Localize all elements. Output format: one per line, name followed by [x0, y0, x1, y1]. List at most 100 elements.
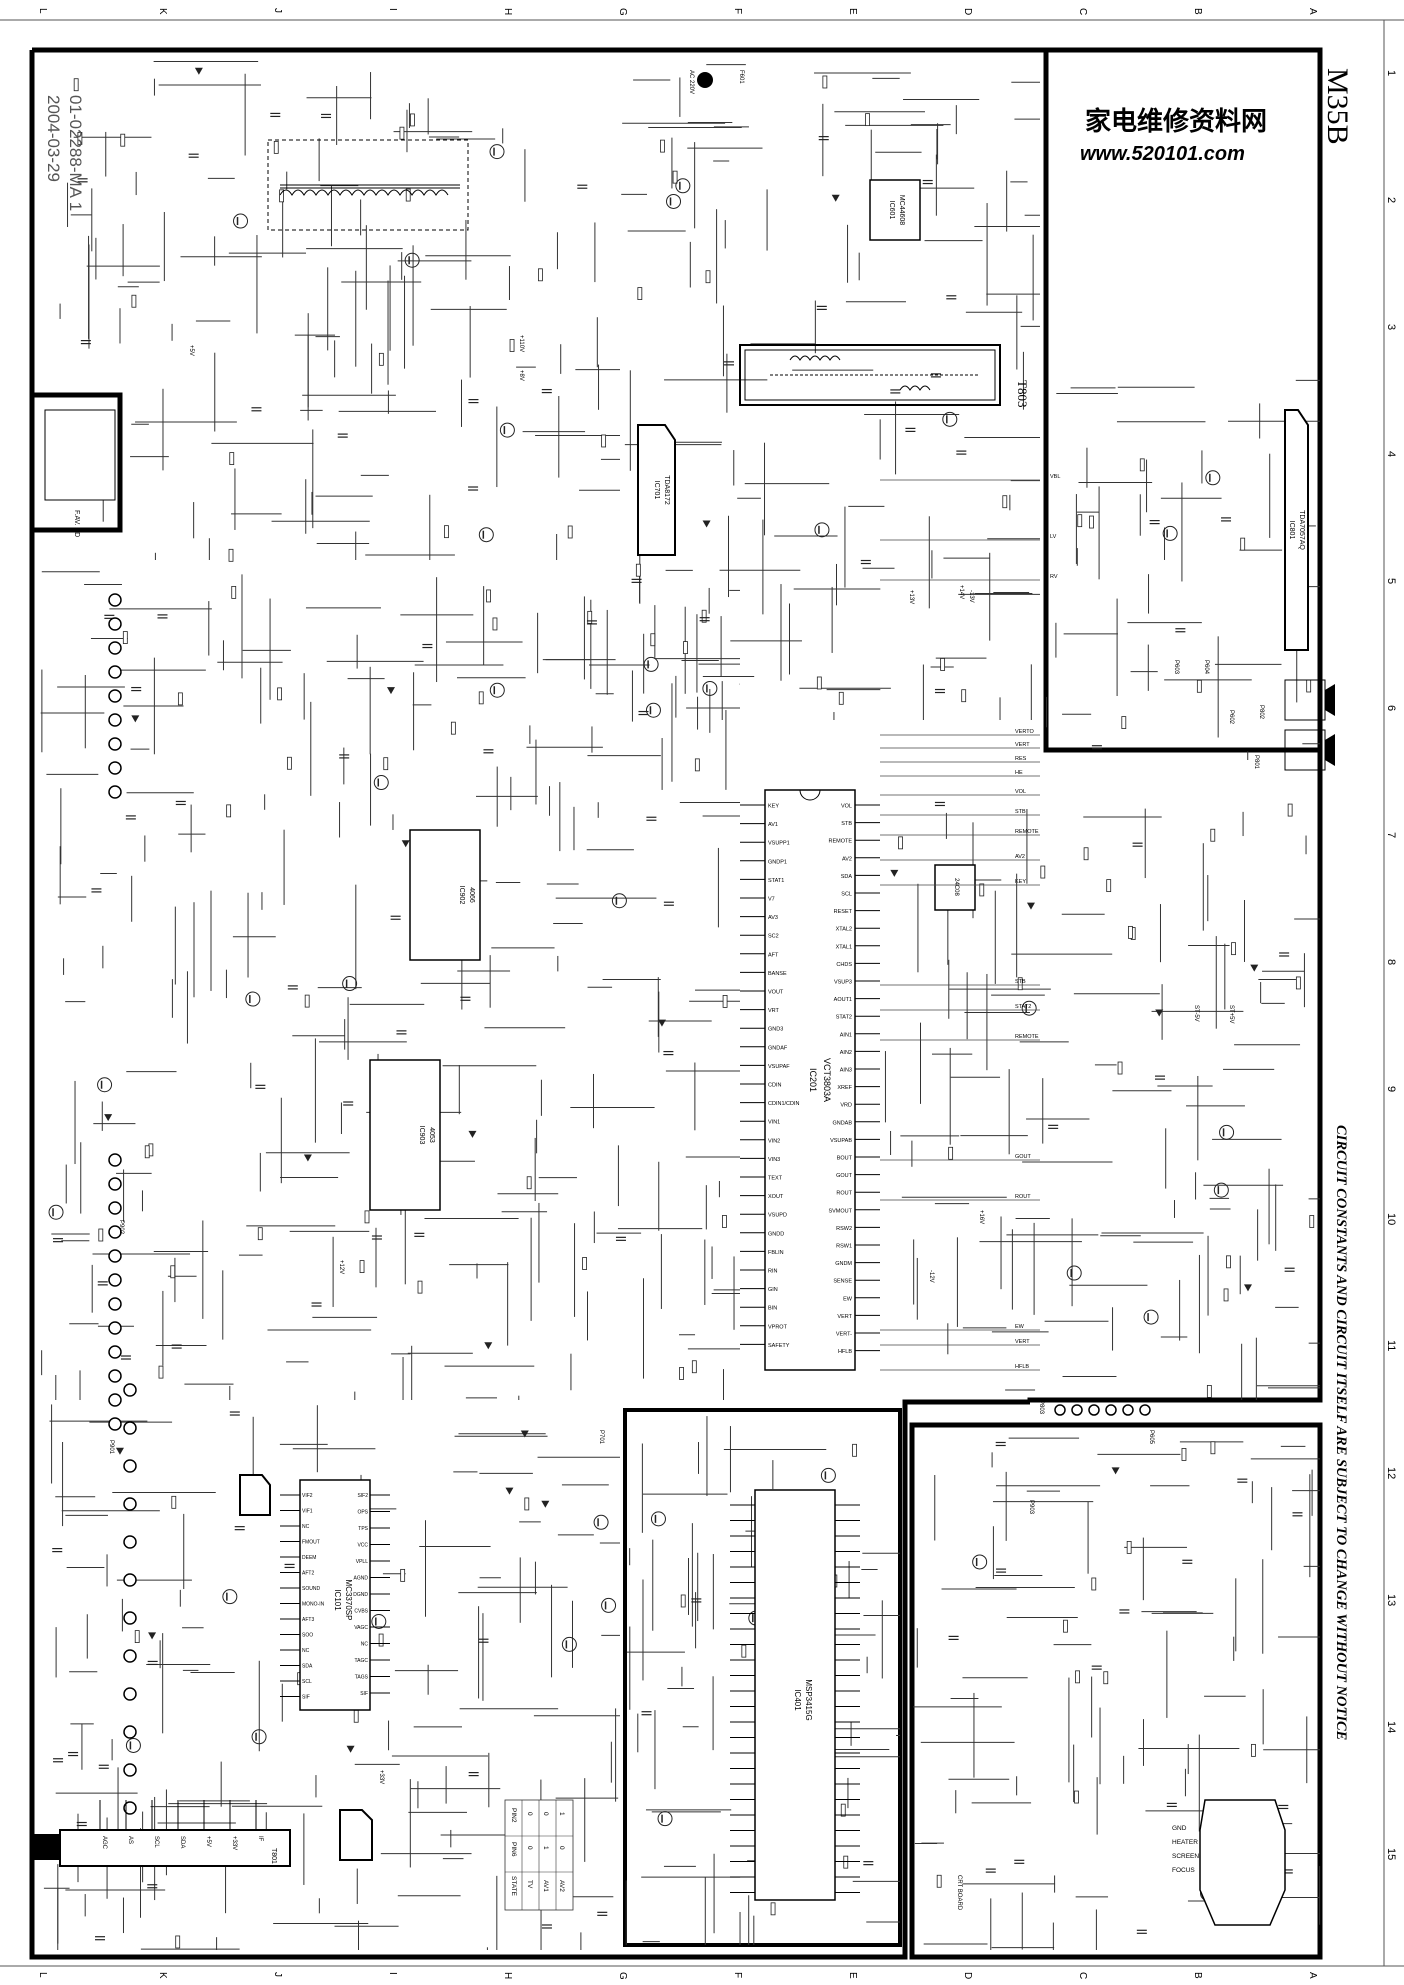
resistor: [524, 1497, 530, 1511]
ic201-pin-label: BANSE: [768, 971, 787, 977]
connector-label: P803: [1038, 1400, 1044, 1415]
transistor: [499, 422, 515, 438]
ic101-pin-label: CVBS: [354, 1609, 368, 1615]
resistor: [1077, 514, 1083, 528]
state-table-cell: AV1: [542, 1880, 549, 1892]
ic801-part: TDA7057AQ: [1298, 510, 1305, 550]
diode: [346, 1745, 355, 1753]
resistor: [770, 1902, 776, 1916]
transistor: [611, 893, 627, 909]
resistor: [1121, 716, 1127, 729]
ic201-pin-label: STAT1: [768, 878, 784, 884]
bus-label: STB: [1015, 809, 1026, 815]
column-label: I: [387, 1972, 398, 1975]
ic201-pin-label: VSUPAB: [830, 1138, 852, 1144]
state-table-cell: 0: [526, 1846, 533, 1850]
watermark-url: www.520101.com: [1080, 143, 1245, 165]
ic902-part: 4066: [468, 887, 475, 903]
ic201-pin-label: VERT: [837, 1314, 852, 1320]
resistor: [694, 758, 700, 772]
resistor: [73, 78, 79, 92]
ic101-pin-label: VIF2: [302, 1493, 313, 1499]
ic701-block: IC701 TDA8172: [637, 424, 676, 556]
resistor: [1126, 1540, 1132, 1554]
ic201-pin-label: SENSE: [833, 1279, 852, 1285]
ic101-pin-label: DEEM: [302, 1555, 316, 1561]
resistor: [672, 170, 678, 184]
transistor: [404, 252, 420, 268]
bus-label: RES: [1015, 756, 1027, 762]
tuner-pin-label: AGC: [101, 1836, 107, 1850]
row-label: 3: [1385, 324, 1397, 330]
transistor: [1021, 1000, 1037, 1016]
column-label: K: [157, 8, 168, 15]
ic101-pin-label: OPS: [357, 1510, 368, 1516]
transistor: [942, 411, 958, 427]
diode: [505, 1487, 514, 1495]
ic201-label: IC201: [808, 1068, 818, 1092]
fuse-label: F601: [738, 70, 744, 84]
av-jack-block: F.AV. BD: [44, 409, 116, 537]
ic102-block: 24C08: [934, 864, 976, 911]
column-label: F: [732, 1972, 743, 1978]
column-label: D: [962, 1972, 973, 1979]
resistor: [1210, 1441, 1216, 1455]
ic101-pin-label: AFT2: [302, 1571, 314, 1577]
resistor: [1181, 1448, 1187, 1461]
ic902-label: IC902: [458, 886, 465, 905]
ic401-part: MSP3415G: [804, 1679, 813, 1720]
ic101-pin-label: NC: [302, 1524, 310, 1530]
connector-label: P802: [1258, 705, 1264, 720]
tuner-pin-label: IF: [257, 1836, 263, 1842]
resistor: [229, 452, 235, 465]
resistor: [177, 692, 183, 706]
ic903-block: IC903 4053: [369, 1059, 441, 1211]
transistor: [1162, 525, 1178, 541]
resistor: [1083, 847, 1089, 861]
transistor: [657, 1811, 673, 1827]
row-label: 8: [1385, 959, 1397, 965]
resistor: [1206, 1385, 1212, 1398]
state-table-cell: 1: [558, 1812, 565, 1816]
resistor: [405, 188, 411, 202]
transistor: [373, 775, 389, 791]
ic201-pin-label: VSUPP1: [768, 841, 790, 847]
diode: [541, 1500, 550, 1508]
ic101-pin-label: VPLL: [356, 1559, 368, 1565]
resistor: [77, 131, 83, 145]
resistor: [417, 1280, 423, 1294]
resistor: [1063, 1619, 1068, 1633]
ic903-label: IC903: [418, 1126, 425, 1145]
mains-input: AC 220V F601: [688, 70, 744, 94]
ic101-label: IC101: [333, 1589, 342, 1611]
diode: [386, 687, 395, 695]
tuner-pin-label: SCL: [153, 1836, 159, 1848]
resistor: [722, 995, 728, 1008]
resistor: [478, 691, 484, 705]
resistor: [171, 1495, 177, 1509]
ic201-pin-label: ROUT: [836, 1191, 852, 1197]
diode: [1243, 1284, 1252, 1292]
diode: [484, 1342, 493, 1350]
diode: [468, 1130, 477, 1138]
ic101-pin-label: FMOUT: [302, 1540, 320, 1546]
resistor: [865, 113, 870, 127]
row-label: 10: [1385, 1213, 1397, 1225]
resistor: [378, 352, 384, 366]
ic101-pin-label: SIF: [302, 1695, 310, 1701]
resistor: [399, 126, 405, 140]
ic201-pin-label: GNDP1: [768, 859, 787, 865]
transistor: [1213, 1182, 1229, 1198]
ic201-pin-label: VOUT: [768, 990, 784, 996]
column-label: D: [962, 8, 973, 15]
ic101-pin-label: VCC: [357, 1543, 368, 1549]
resistor: [961, 689, 967, 703]
bus-label: VOL: [1015, 789, 1026, 795]
diode: [131, 715, 140, 723]
ic201-block: IC201 VCT3803A KEYAV1VSUPP1GNDP1STAT1V7A…: [740, 789, 880, 1371]
row-label: 15: [1385, 1848, 1397, 1860]
